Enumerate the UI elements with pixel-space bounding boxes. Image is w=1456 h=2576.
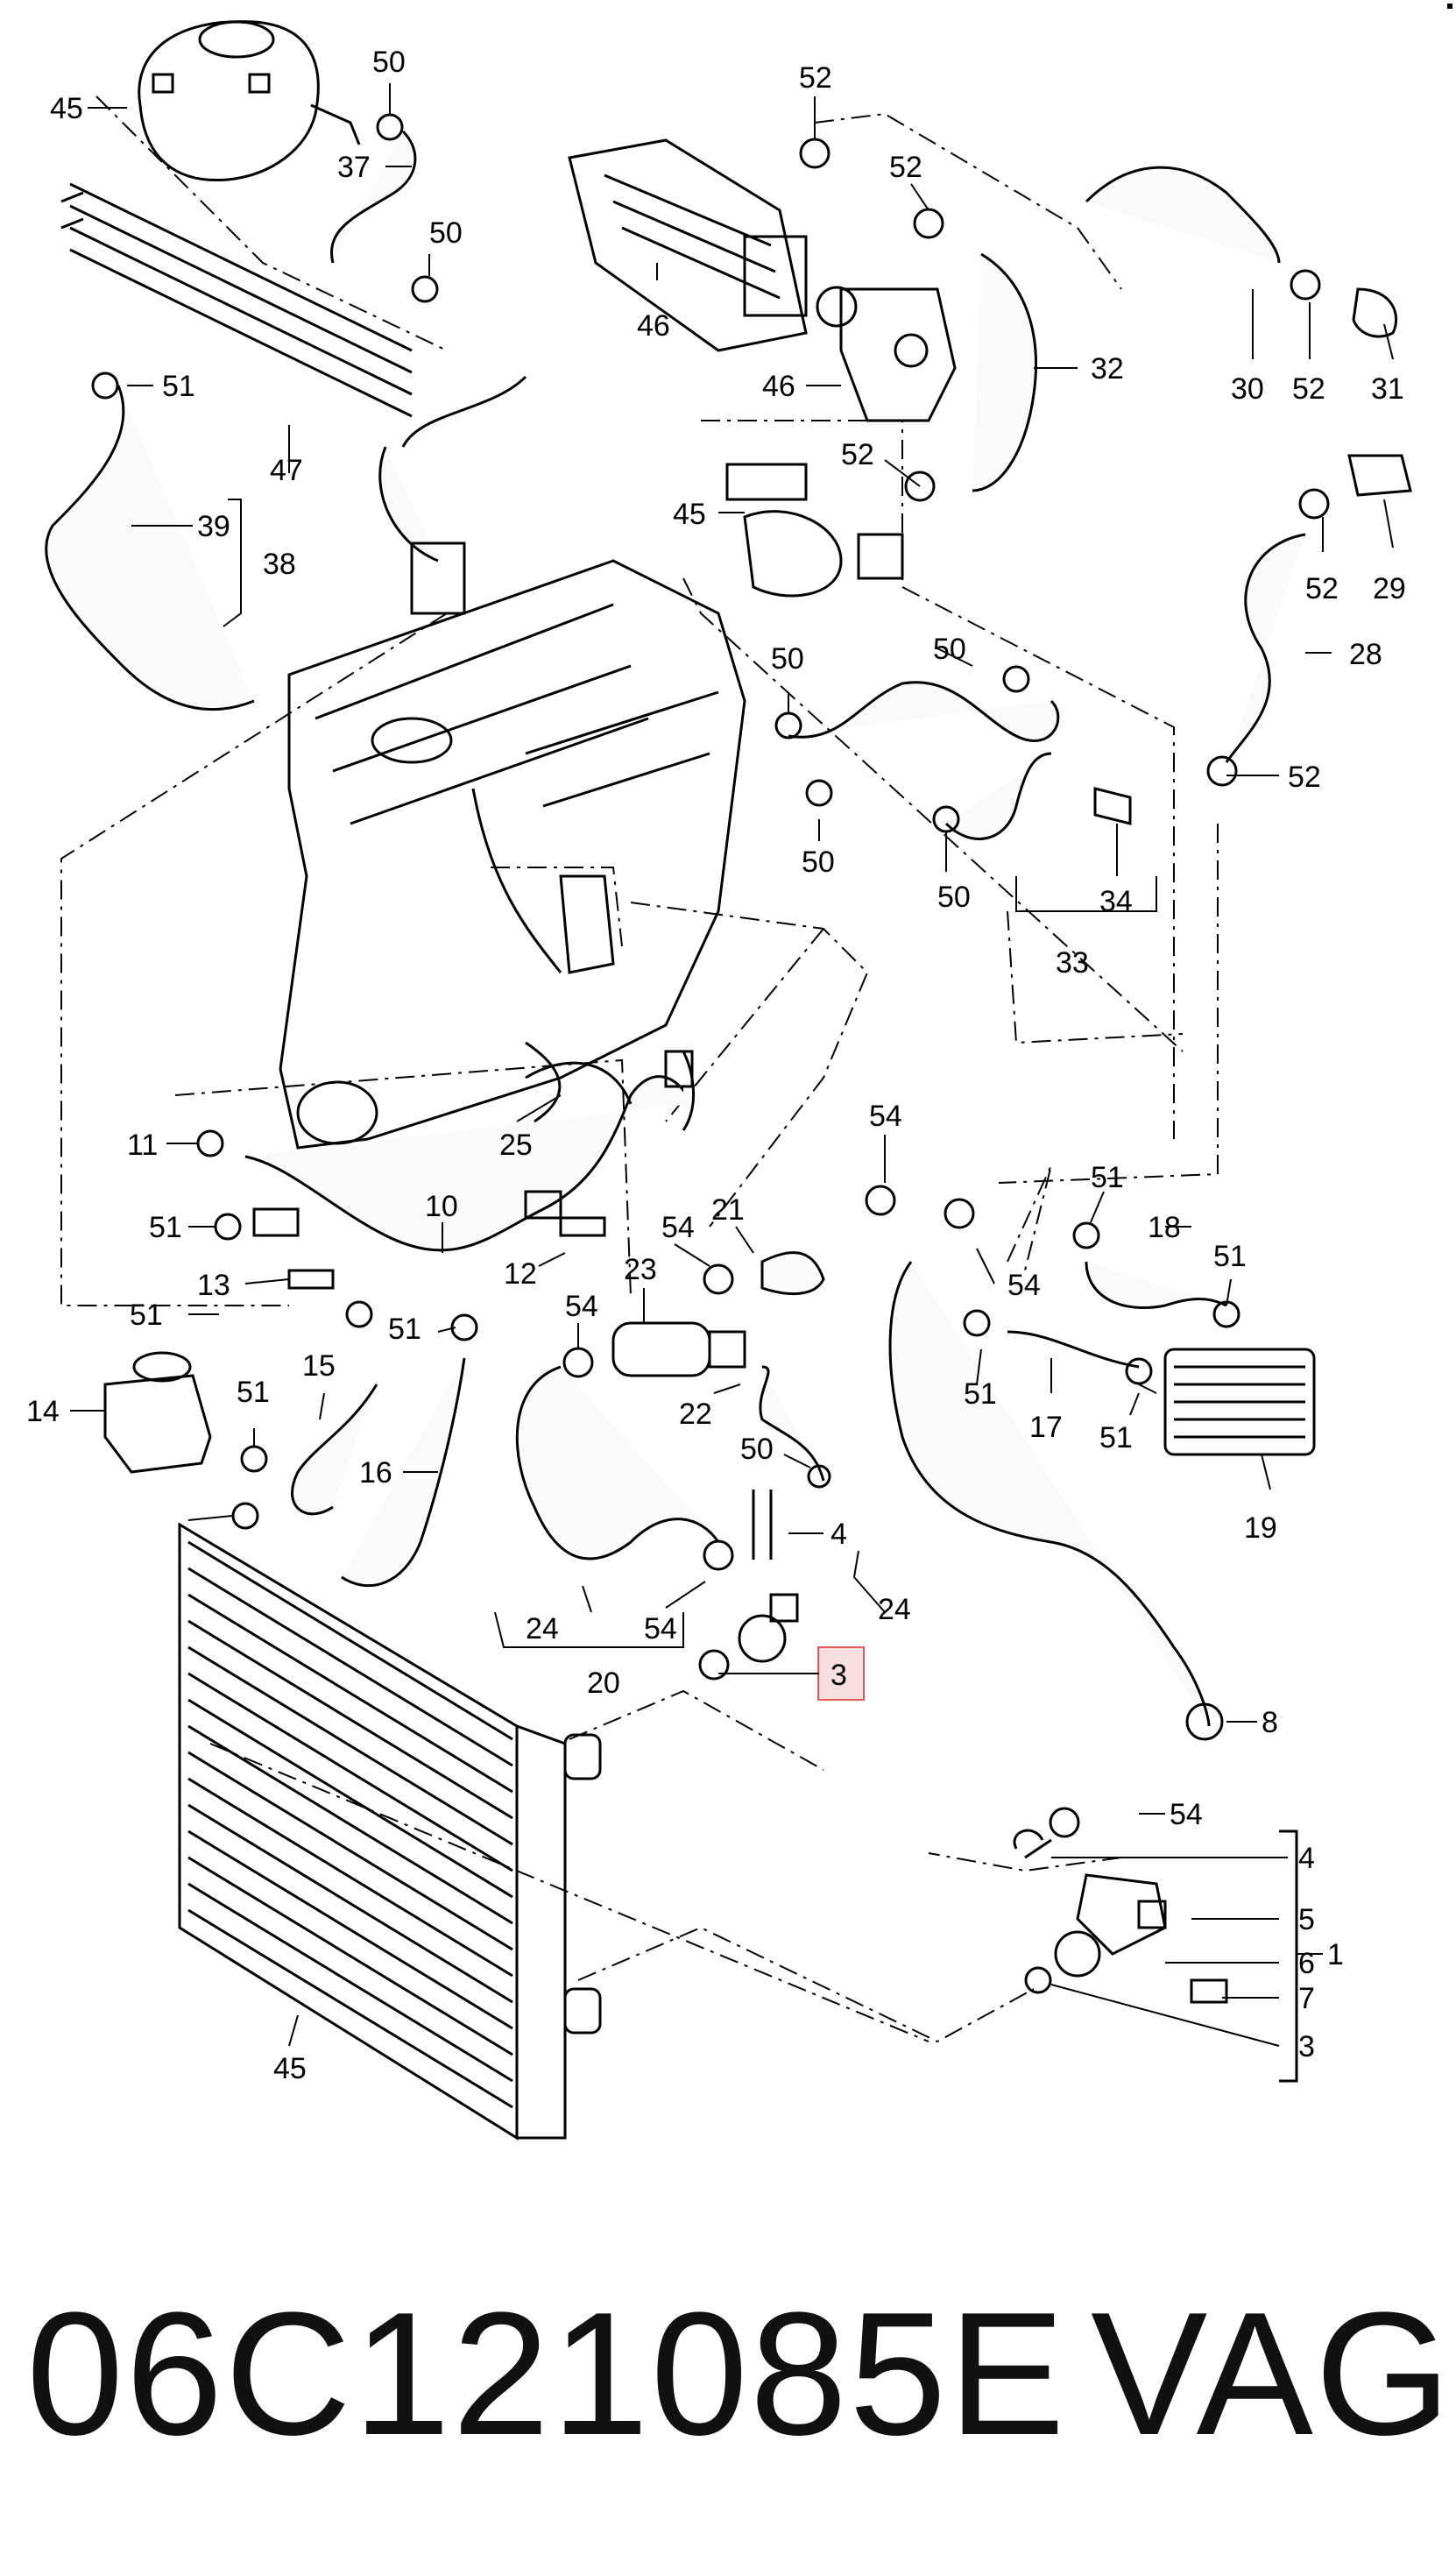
callout-45: 45 (273, 2052, 307, 2085)
engine-block (279, 559, 746, 1150)
callout-52: 52 (799, 61, 832, 95)
flange-connector-24 (698, 1490, 799, 1681)
reservoir-14 (103, 1351, 212, 1474)
callout-17: 17 (1029, 1411, 1063, 1444)
callout-50: 50 (933, 633, 966, 666)
callout-54: 54 (869, 1100, 902, 1133)
upper-right-hoses (972, 166, 1412, 763)
corner-mark (1447, 4, 1452, 9)
connection-piece-1 (1013, 1829, 1298, 2083)
callout-52: 52 (1292, 372, 1325, 406)
auxiliary-pump-23 (611, 1251, 825, 1482)
callout-46: 46 (762, 370, 795, 403)
coolant-flange-group (725, 463, 904, 598)
part-number: 06C121085E (26, 2276, 1067, 2472)
hose-clamps (91, 113, 1330, 1838)
callout-16: 16 (359, 1456, 392, 1490)
callout-leaders (70, 83, 1394, 2047)
callout-14: 14 (26, 1395, 60, 1428)
callout-52: 52 (1288, 761, 1321, 794)
callout-54: 54 (1007, 1269, 1041, 1302)
callout-15: 15 (302, 1349, 336, 1383)
callout-18: 18 (1148, 1211, 1181, 1244)
callout-6: 6 (1298, 1947, 1315, 1980)
callout-31: 31 (1371, 372, 1404, 406)
oil-cooler-group (1007, 1261, 1316, 1456)
callout-51: 51 (1213, 1240, 1247, 1273)
callout-numbers: 45 50 37 50 52 52 46 46 30 52 31 32 51 4… (26, 46, 1406, 2085)
callout-54: 54 (661, 1211, 695, 1244)
callout-34: 34 (1099, 885, 1133, 918)
callout-1: 1 (1327, 1938, 1344, 1971)
expansion-tank-group (45, 20, 527, 711)
callout-54: 54 (1170, 1798, 1203, 1831)
callout-51: 51 (237, 1376, 270, 1409)
callout-30: 30 (1231, 372, 1264, 406)
brand-name: VAG (1091, 2276, 1453, 2472)
callout-51: 51 (388, 1313, 421, 1346)
callout-54: 54 (565, 1290, 598, 1323)
callout-50: 50 (802, 846, 835, 879)
callout-45: 45 (50, 92, 83, 125)
callout-45: 45 (673, 498, 706, 531)
callout-3: 3 (1298, 2030, 1315, 2063)
callout-54: 54 (644, 1612, 677, 1645)
callout-50: 50 (372, 46, 406, 79)
callout-51: 51 (1099, 1421, 1133, 1454)
callout-19: 19 (1244, 1511, 1277, 1545)
callout-50: 50 (937, 881, 971, 914)
callout-24: 24 (878, 1593, 911, 1626)
callout-5: 5 (1298, 1903, 1315, 1936)
callout-52: 52 (889, 151, 922, 184)
callout-24: 24 (526, 1612, 559, 1645)
callout-4: 4 (1298, 1842, 1315, 1875)
callout-52: 52 (1305, 572, 1339, 605)
lower-hose-8 (888, 1261, 1211, 1727)
callout-10: 10 (425, 1190, 458, 1223)
callout-33: 33 (1056, 946, 1089, 980)
callout-28: 28 (1349, 638, 1382, 671)
assembly-guide-lines (60, 96, 1219, 2043)
callout-51: 51 (162, 370, 195, 403)
callout-29: 29 (1373, 572, 1406, 605)
callout-21: 21 (711, 1193, 745, 1227)
callout-50: 50 (771, 642, 804, 676)
callout-25: 25 (499, 1129, 533, 1162)
callout-12: 12 (504, 1257, 537, 1291)
callout-47: 47 (270, 454, 303, 487)
callout-50: 50 (429, 216, 463, 250)
callout-51: 51 (964, 1377, 997, 1411)
radiator (178, 1522, 602, 2141)
callout-8: 8 (1262, 1706, 1278, 1739)
middle-right-hoses (788, 681, 1132, 840)
callout-7: 7 (1298, 1982, 1315, 2015)
lower-left-hoses (291, 1357, 720, 1588)
callout-32: 32 (1091, 352, 1124, 386)
callout-50: 50 (740, 1433, 774, 1466)
callout-20: 20 (587, 1667, 620, 1700)
egr-cooler-group (568, 138, 957, 422)
coolant-pipe-10 (196, 1041, 696, 1290)
callout-51: 51 (1091, 1161, 1124, 1194)
callout-13: 13 (197, 1269, 230, 1302)
callout-46: 46 (637, 309, 670, 343)
callout-52: 52 (841, 438, 874, 471)
callout-3-highlighted: 3 (830, 1659, 847, 1692)
callout-51: 51 (149, 1211, 182, 1244)
callout-39: 39 (197, 510, 230, 543)
callout-23: 23 (624, 1253, 657, 1286)
coolant-system-exploded-diagram: 45 50 37 50 52 52 46 46 30 52 31 32 51 4… (26, 20, 1412, 2141)
part-caption: 06C121085E VAG (0, 2243, 1456, 2506)
callout-11: 11 (127, 1129, 158, 1162)
callout-51: 51 (130, 1299, 163, 1332)
callout-22: 22 (679, 1398, 712, 1431)
callout-37: 37 (337, 151, 371, 184)
callout-38: 38 (263, 548, 296, 581)
callout-4: 4 (830, 1518, 847, 1551)
